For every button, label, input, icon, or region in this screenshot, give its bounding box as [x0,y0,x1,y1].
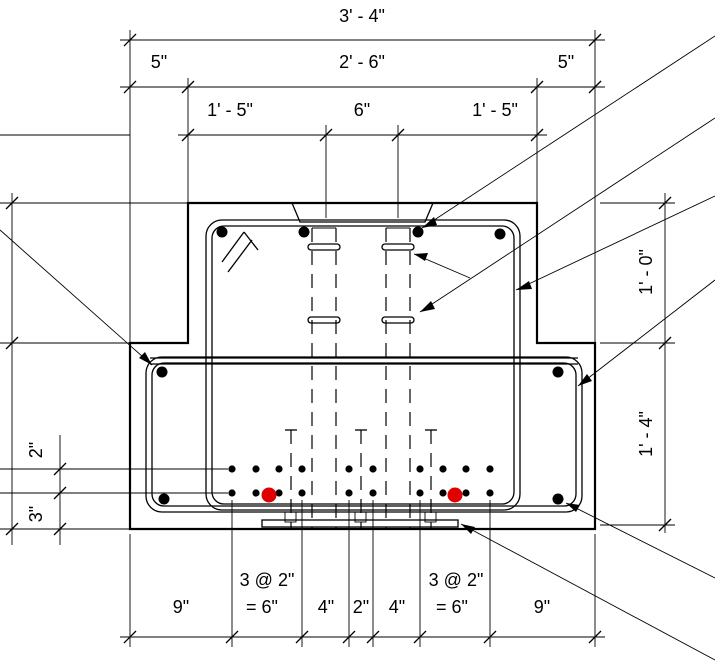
left-dimension-lines [0,193,228,545]
bottom-bars-upper-layer [228,465,494,473]
bottom-dimension-lines [120,500,605,647]
bearing-plate [261,511,459,528]
dim-stem-center: 6" [354,100,370,120]
dim-bottom-mid-center: 2" [353,597,369,617]
dim-stem-right: 1' - 5" [472,100,518,120]
dim-left-ledge: 5" [151,52,167,72]
dim-right-ledge: 5" [558,52,574,72]
dim-layer-spacing: 2" [26,442,46,458]
corner-bars [156,226,564,505]
dim-stem-left: 1' - 5" [207,100,253,120]
stem-stirrup [205,219,521,511]
hanger-bolts [285,227,437,528]
dim-height-lower: 1' - 4" [636,411,656,457]
horizontal-tie-bar [150,357,578,365]
dim-bottom-right-group-total: = 6" [436,597,468,617]
dim-bottom-mid-right: 4" [389,597,405,617]
dim-bottom-mid-left: 4" [318,597,334,617]
top-dimension-lines [0,30,605,343]
dim-bottom-left-edge: 9" [173,597,189,617]
right-dimension-lines [600,193,675,533]
dim-bottom-right-group: 3 @ 2" [429,570,484,590]
dim-stem-width: 2' - 6" [339,52,385,72]
top-anchor-marker [291,202,434,223]
dim-height-upper: 1' - 0" [636,249,656,295]
highlighted-bars [261,487,463,503]
concrete-outline [128,201,597,531]
dim-overall-width: 3' - 4" [339,6,385,26]
dim-bottom-left-group: 3 @ 2" [240,570,295,590]
dim-bottom-cover: 3" [26,506,46,522]
dim-bottom-right-edge: 9" [534,597,550,617]
dim-bottom-left-group-total: = 6" [246,597,278,617]
bottom-bars-lower-layer [228,489,494,497]
leader-lines [0,35,715,661]
